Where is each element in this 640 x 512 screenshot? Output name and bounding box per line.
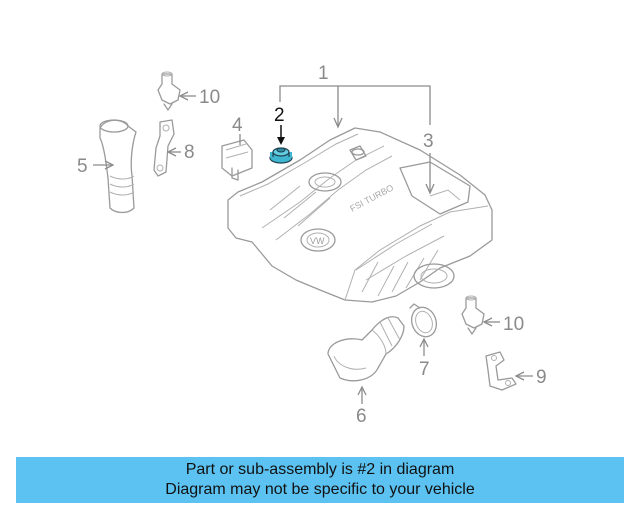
part-6-intake-duct[interactable]: 6 [327,316,405,427]
callout-3-group: 3 [423,131,435,195]
svg-text:VW: VW [310,236,325,246]
callout-2-group: 2 [274,105,285,145]
callout-9[interactable]: 9 [536,367,547,388]
part-1-engine-cover[interactable]: VW FSI TURBO [227,127,493,303]
part-5-intake-hose[interactable]: 5 [77,119,137,214]
callout-8[interactable]: 8 [184,142,195,163]
callout-6[interactable]: 6 [356,406,367,427]
callout-1[interactable]: 1 [318,63,329,84]
banner-line-disclaimer: Diagram may not be specific to your vehi… [165,481,475,498]
parts-diagram: 1 3 2 VW [77,63,547,427]
callout-3[interactable]: 3 [423,131,434,152]
part-8-bracket[interactable]: 8 [153,119,195,177]
callout-7[interactable]: 7 [419,359,430,380]
part-9-bracket[interactable]: 9 [485,351,547,391]
part-4-sensor-module[interactable]: 4 [221,115,253,181]
banner-line-part: Part or sub-assembly is #2 in diagram [185,461,455,478]
callout-4[interactable]: 4 [232,115,243,136]
part-10-sensor-upper[interactable]: 10 [157,71,220,111]
callout-2[interactable]: 2 [274,105,285,126]
callout-1-group: 1 [279,63,431,129]
info-banner: Part or sub-assembly is #2 in diagram Di… [16,457,624,503]
callout-5[interactable]: 5 [77,156,88,177]
callout-10-upper[interactable]: 10 [199,87,220,108]
part-7-hose-clamp[interactable]: 7 [408,303,441,380]
engine-cover-text: FSI TURBO [348,182,395,213]
part-10-sensor-lower[interactable]: 10 [461,295,524,335]
callout-10-lower[interactable]: 10 [503,314,524,335]
part-2-grommet[interactable] [269,147,293,164]
